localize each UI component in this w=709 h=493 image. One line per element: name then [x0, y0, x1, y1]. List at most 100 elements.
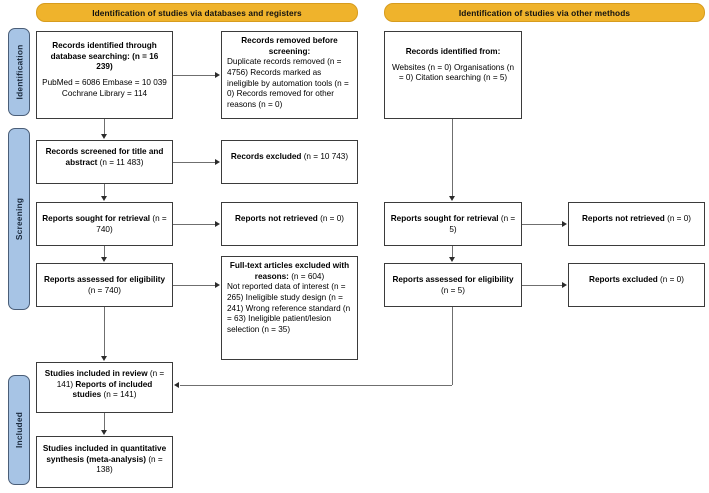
arrowhead-identified-to-removed [215, 71, 220, 78]
db-identified-count: (n = 16 239) [96, 51, 159, 72]
sought-right-count: (n = 5) [449, 214, 516, 234]
records-excluded-count: (n = 10 743) [303, 152, 349, 161]
fulltext-reason2-count: (n = 241) [227, 292, 343, 313]
assessed-left-count: (n = 740) [88, 285, 121, 295]
box-fulltext-excluded: Full-text articles excluded with reasons… [221, 256, 358, 360]
sought-left-title: Reports sought for retrieval [42, 214, 151, 223]
box-records-excluded: Records excluded (n = 10 743) [221, 140, 358, 184]
arrowhead-sought-to-assessed-left [100, 257, 107, 262]
connector-assessed-to-excluded-right [522, 285, 563, 286]
other-identified-title: Records identified from: [405, 47, 501, 56]
quant-line3: (meta-analysis) [86, 454, 147, 464]
assessed-right-title: Reports assessed for eligibility [392, 275, 514, 284]
removed-title-line2: screening: [268, 46, 311, 56]
not-retrieved-right-title: Reports not retrieved [582, 214, 665, 223]
connector-sought-to-notretrieved-left [173, 224, 216, 225]
sought-left-count: (n = 740) [96, 214, 167, 234]
included-review-count: (n = 141) [56, 369, 165, 389]
box-studies-included-review: Studies included in review (n = 141) Rep… [36, 362, 173, 413]
arrowhead-included-to-quantitative [100, 430, 107, 435]
other-organisations: Organisations (n = 0) [398, 62, 515, 83]
arrowhead-assessed-to-fulltext-excluded [215, 281, 220, 288]
db-identified-cochrane: Cochrane Library = 114 [61, 88, 148, 98]
connector-screened-to-sought-left [104, 184, 105, 196]
fulltext-reason1-count: (n = 265) [227, 282, 346, 302]
included-reports-title: Reports of included studies [72, 379, 153, 400]
included-reports-count: (n = 141) [103, 390, 137, 400]
connector-included-to-quantitative [104, 413, 105, 430]
box-quantitative-synthesis: Studies included in quantitative synthes… [36, 436, 173, 488]
box-reports-not-retrieved-left: Reports not retrieved (n = 0) [221, 202, 358, 246]
box-reports-assessed-right: Reports assessed for eligibility (n = 5) [384, 263, 522, 307]
header-other-methods: Identification of studies via other meth… [384, 3, 705, 22]
removed-other-count: reasons (n = 0) [227, 99, 283, 109]
fulltext-reason4-label: Ineligible patient/lesion selection [227, 314, 332, 334]
connector-assessed-to-included-review [104, 307, 105, 356]
connector-assessed-right-down [452, 307, 453, 385]
db-identified-line1: Records identified through [52, 41, 157, 50]
quant-count: (n = 138) [96, 454, 163, 475]
excluded-right-count: (n = 0) [660, 275, 684, 284]
removed-automation-label: Records marked as ineligible by [227, 67, 322, 88]
connector-identified-to-screened [104, 119, 105, 135]
excluded-right-title: Reports excluded [589, 275, 658, 284]
db-identified-pubmed: PubMed = 6086 [42, 77, 101, 87]
fulltext-reason3-count: (n = 63) [227, 303, 351, 324]
connector-sought-to-assessed-right [452, 246, 453, 257]
box-reports-not-retrieved-right: Reports not retrieved (n = 0) [568, 202, 705, 246]
arrowhead-sought-to-assessed-right [448, 257, 455, 262]
arrowhead-other-to-sought-right [448, 196, 455, 201]
stage-pill-identification: Identification [8, 28, 30, 116]
arrowhead-sought-to-notretrieved-right [562, 220, 567, 227]
arrowhead-sought-to-notretrieved-left [215, 220, 220, 227]
connector-identified-to-removed [173, 75, 216, 76]
fulltext-reason4-count: (n = 35) [261, 324, 291, 334]
box-records-screened: Records screened for title and abstract … [36, 140, 173, 184]
connector-other-to-sought-right [452, 119, 453, 196]
box-records-identified-databases: Records identified through database sear… [36, 31, 173, 119]
removed-automation-count: automation tools (n = 0) [227, 78, 349, 99]
box-reports-excluded-right: Reports excluded (n = 0) [568, 263, 705, 307]
stage-label-screening: Screening [14, 197, 25, 241]
box-records-identified-other: Records identified from: Websites (n = 0… [384, 31, 522, 119]
other-citation-searching: Citation searching (n = 5) [415, 73, 508, 83]
fulltext-title-line2: with reasons: [254, 261, 350, 281]
fulltext-count: (n = 604) [291, 271, 325, 281]
quant-line1: Studies included in [42, 444, 118, 453]
removed-title-line1: Records removed before [241, 36, 338, 45]
arrowhead-assessed-to-included-review [100, 356, 107, 361]
arrowhead-screened-to-excluded [215, 158, 220, 165]
connector-assessed-right-to-included-review [180, 385, 452, 386]
connector-sought-to-notretrieved-right [522, 224, 563, 225]
removed-duplicates-count: (n = 4756) [227, 57, 342, 77]
header-databases-registers: Identification of studies via databases … [36, 3, 358, 22]
fulltext-reason3-label: Wrong reference standard [245, 303, 341, 313]
other-websites: Websites (n = 0) [391, 62, 452, 72]
records-excluded-title: Records excluded [230, 152, 302, 161]
arrowhead-right-to-included-review [174, 381, 179, 388]
removed-duplicates-label: Duplicate records removed [227, 57, 325, 67]
not-retrieved-left-count: (n = 0) [320, 214, 344, 223]
box-records-removed-before-screening: Records removed before screening: Duplic… [221, 31, 358, 119]
fulltext-reason2-label: Ineligible study design [245, 292, 327, 302]
quant-line2: quantitative synthesis [46, 444, 167, 464]
box-reports-sought-right: Reports sought for retrieval (n = 5) [384, 202, 522, 246]
stage-label-included: Included [14, 411, 25, 449]
included-review-title: Studies included in review [44, 369, 148, 378]
assessed-left-title: Reports assessed for eligibility [43, 275, 166, 284]
sought-right-title: Reports sought for retrieval [390, 214, 499, 223]
stage-pill-screening: Screening [8, 128, 30, 310]
not-retrieved-left-title: Reports not retrieved [235, 214, 318, 223]
removed-other-label: Records removed for other [236, 89, 334, 99]
arrowhead-identified-to-screened [100, 134, 107, 139]
connector-assessed-to-fulltext-excluded [173, 285, 216, 286]
screened-line2: title and abstract [65, 147, 164, 167]
fulltext-title-line1: Full-text articles excluded [229, 261, 331, 270]
stage-label-identification: Identification [14, 44, 25, 100]
screened-line1: Records screened for [45, 147, 130, 156]
box-reports-sought-left: Reports sought for retrieval (n = 740) [36, 202, 173, 246]
arrowhead-screened-to-sought-left [100, 196, 107, 201]
not-retrieved-right-count: (n = 0) [667, 214, 691, 223]
screened-count: (n = 11 483) [99, 157, 144, 167]
